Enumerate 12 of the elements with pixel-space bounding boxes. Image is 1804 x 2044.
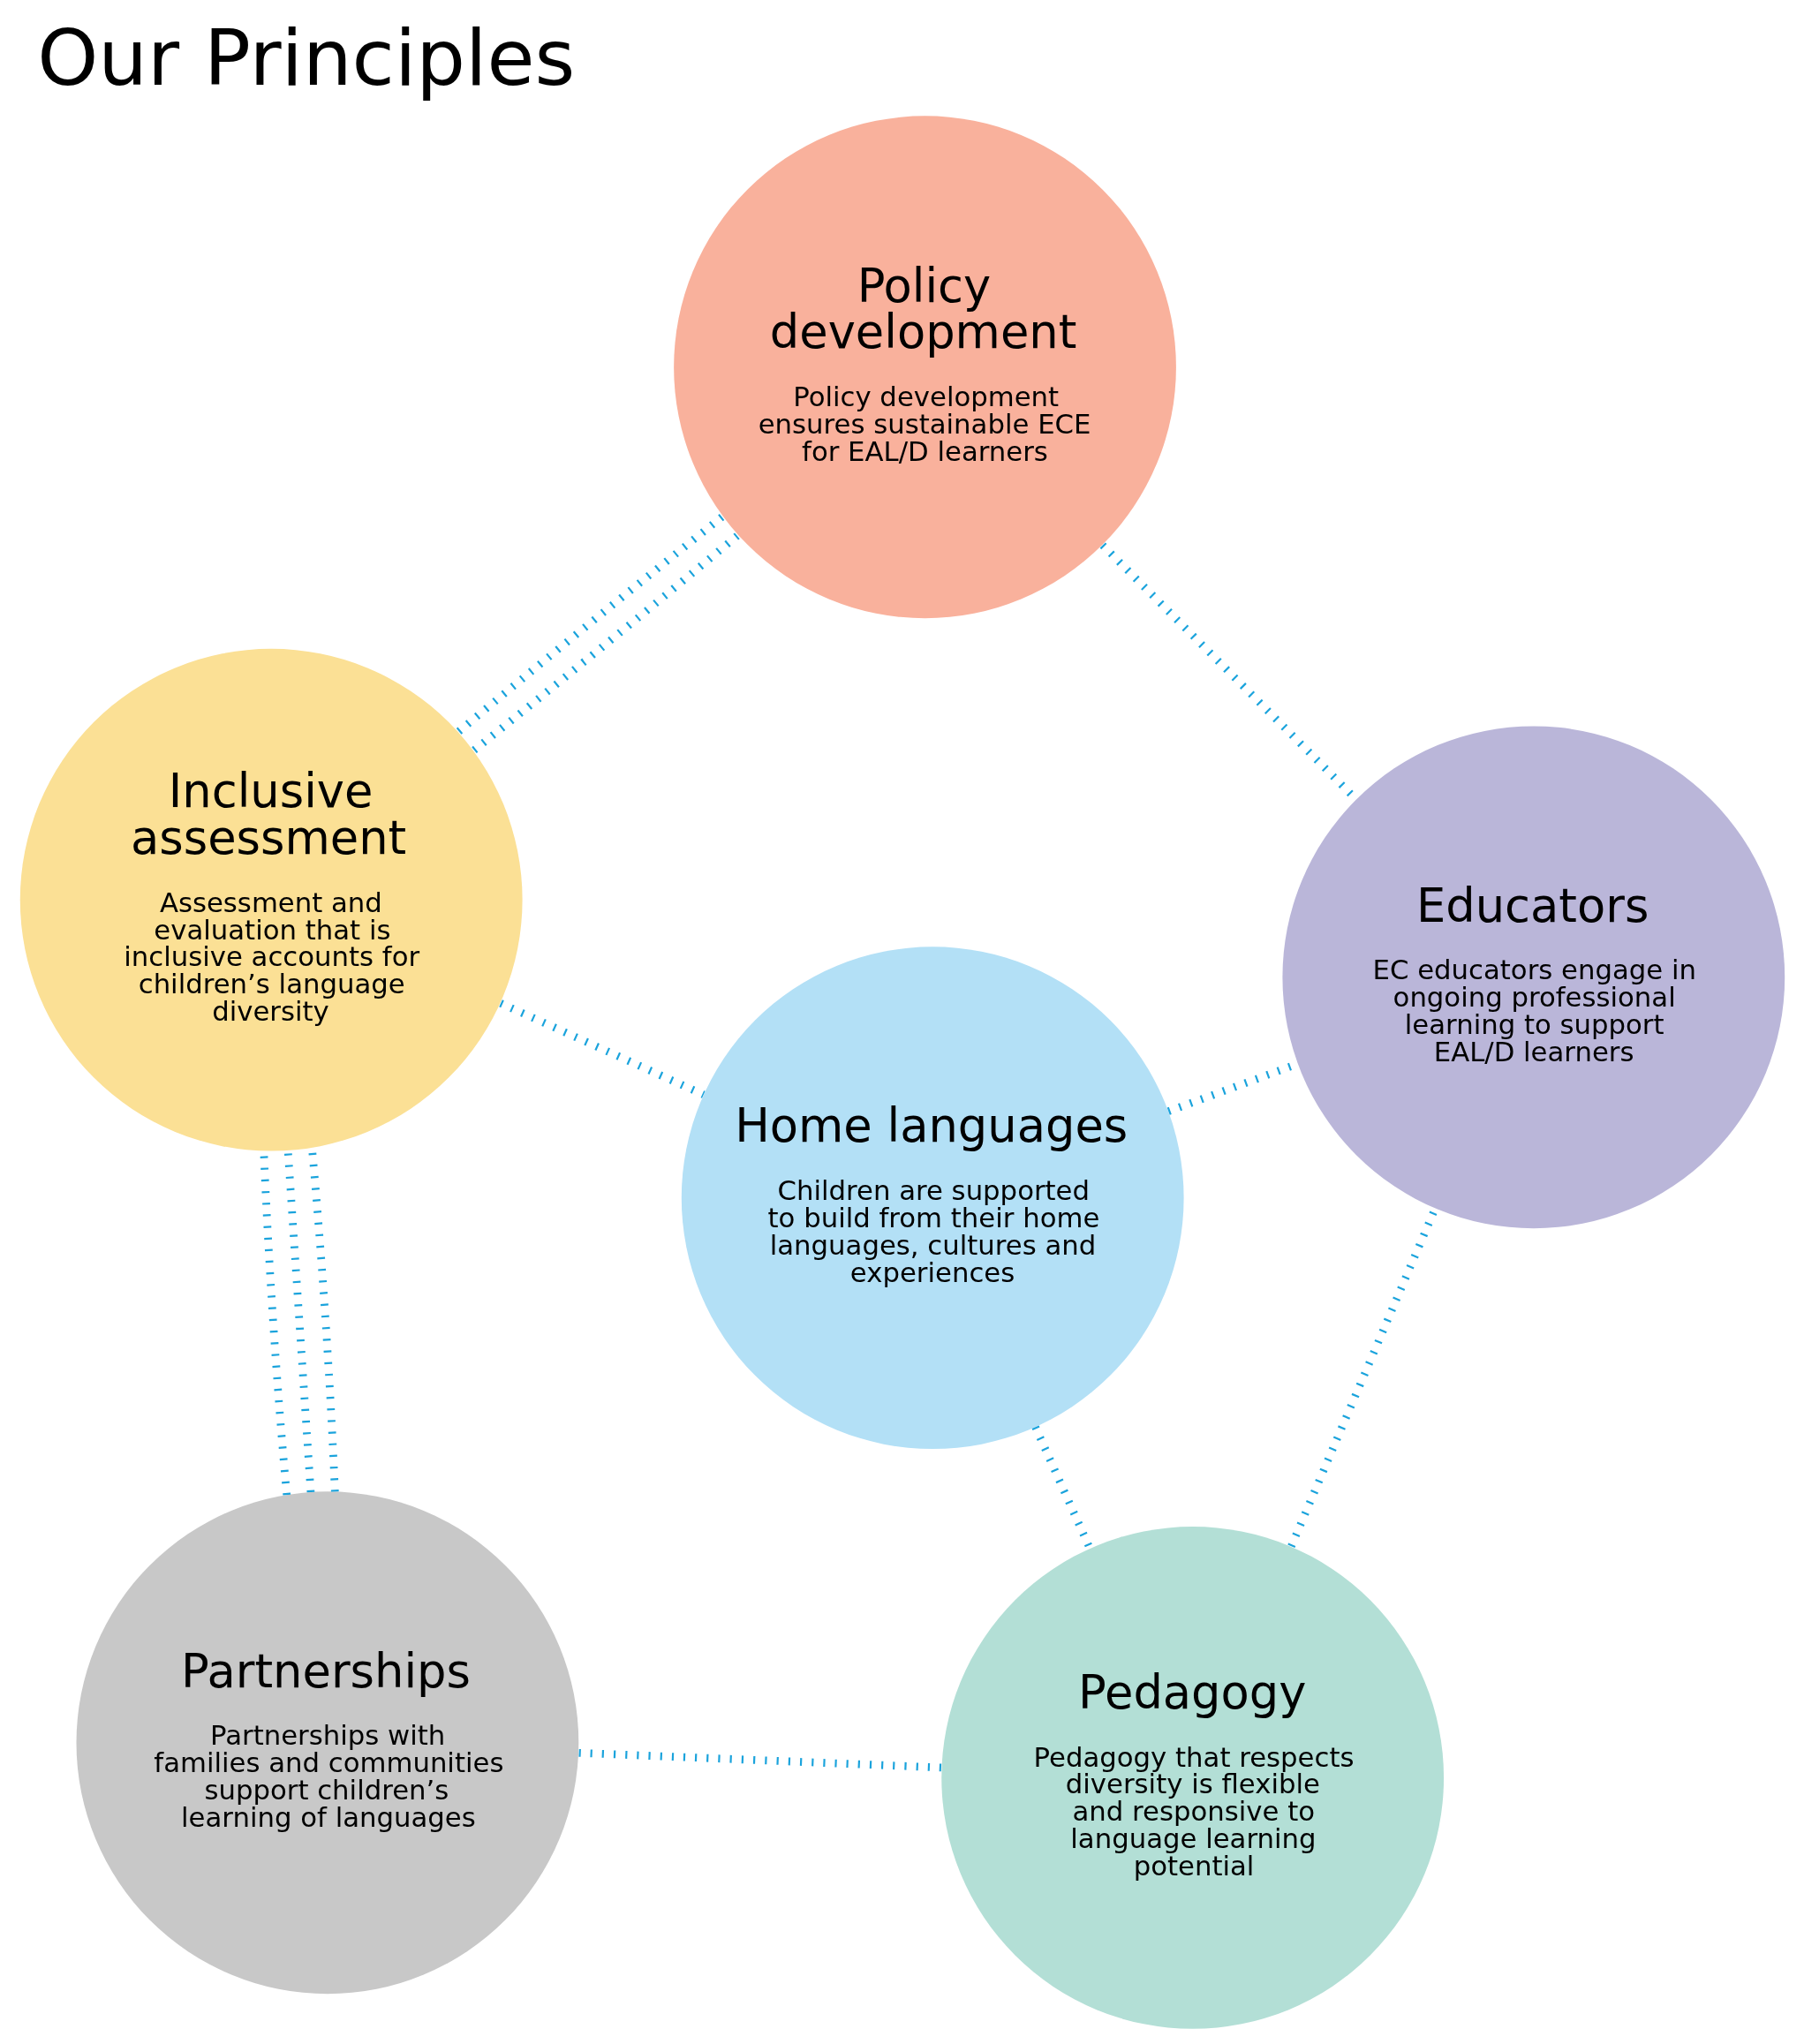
node-circle: Policy development Policy development ensures sustainable ECE for EAL/D learners (673, 116, 1176, 619)
connector (577, 1748, 941, 1772)
connector (456, 513, 725, 735)
connector (498, 999, 706, 1098)
node-circle: Home languages Children are supported to build from their home languages, cultures and experiences (681, 947, 1184, 1450)
node-circle: Pedagogy Pedagogy that respects diversity is flexible and responsive to language learning potential (940, 1527, 1444, 2029)
connector (283, 1150, 314, 1493)
diagram-title: Our Principles (36, 12, 575, 104)
node-circle: Educators EC educators engage in ongoing professional learning to support EAL/D learners (1281, 726, 1785, 1229)
node-circle: Partnerships Partnerships with families and communities support children’s learning of languages (76, 1491, 578, 1995)
connector (471, 532, 740, 754)
node-circle: Inclusive assessment Assessment and evaluation that is inclusive accounts for children’s language diversity (19, 648, 523, 1151)
